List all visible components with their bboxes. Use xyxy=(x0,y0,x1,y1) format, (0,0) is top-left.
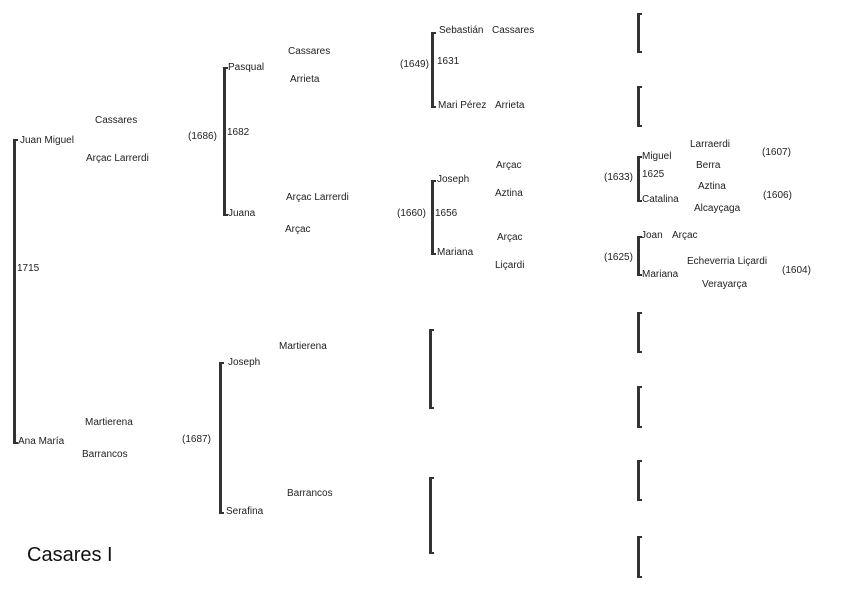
surname: Arçac xyxy=(496,160,522,171)
surname: Liçardi xyxy=(495,260,525,271)
bracket-gen3-empty xyxy=(429,329,434,409)
surname: Arrieta xyxy=(495,100,525,111)
birth-year: (1633) xyxy=(604,172,633,183)
bracket-gen4-empty xyxy=(637,386,642,428)
person-name: Catalina xyxy=(642,194,679,205)
birth-year: (1625) xyxy=(604,252,633,263)
surname: Barrancos xyxy=(82,449,128,460)
person-name: Miguel xyxy=(642,151,672,162)
bracket-gen4-empty xyxy=(637,536,642,578)
bracket-gen3a xyxy=(431,32,436,108)
birth-year: (1607) xyxy=(762,147,791,158)
birth-year: (1606) xyxy=(763,190,792,201)
surname: Cassares xyxy=(492,25,535,36)
person-name: Mariana xyxy=(642,269,679,280)
marriage-year: 1625 xyxy=(642,169,665,180)
diagram-title: Casares I xyxy=(27,544,113,566)
surname: Aztina xyxy=(495,188,523,199)
marriage-year: 1631 xyxy=(437,56,460,67)
birth-year: (1686) xyxy=(188,131,217,142)
surname: Cassares xyxy=(288,46,331,57)
marriage-year: 1715 xyxy=(17,263,40,274)
surname: Barrancos xyxy=(287,488,333,499)
surname: Echeverria Liçardi xyxy=(687,256,768,267)
person-name: Mariana xyxy=(437,247,474,258)
surname: Arçac xyxy=(497,232,523,243)
bracket-gen4-empty xyxy=(637,460,642,501)
person-name: Mari Pérez xyxy=(438,100,487,111)
bracket-gen3-empty xyxy=(429,477,434,554)
surname: Alcayçaga xyxy=(694,203,741,214)
surname: Arçac xyxy=(285,224,311,235)
surname: Cassares xyxy=(95,115,138,126)
surname: Aztina xyxy=(698,181,726,192)
surname: Arrieta xyxy=(290,74,320,85)
person-name: Pasqual xyxy=(228,62,265,73)
surname: Martierena xyxy=(85,417,133,428)
birth-year: (1687) xyxy=(182,434,211,445)
surname: Arçac xyxy=(672,230,698,241)
bracket-gen3b xyxy=(431,180,436,255)
person-name: Juan Miguel xyxy=(20,135,74,146)
marriage-year: 1682 xyxy=(227,127,250,138)
person-name: Ana María xyxy=(18,436,65,447)
birth-year: (1649) xyxy=(400,59,429,70)
surname: Arçac Larrerdi xyxy=(286,192,349,203)
marriage-year: 1656 xyxy=(435,208,458,219)
person-name: Joan xyxy=(641,230,663,241)
birth-year: (1604) xyxy=(782,265,811,276)
surname: Verayarça xyxy=(702,279,748,290)
bracket-gen4-empty xyxy=(637,13,642,53)
person-name: Joseph xyxy=(228,357,261,368)
person-name: Sebastián xyxy=(439,25,484,36)
bracket-gen4-empty xyxy=(637,312,642,353)
bracket-gen4b xyxy=(637,236,642,276)
bracket-gen4a xyxy=(637,156,642,202)
person-name: Juana xyxy=(228,208,256,219)
bracket-gen4-empty xyxy=(637,86,642,127)
birth-year: (1660) xyxy=(397,208,426,219)
person-name: Joseph xyxy=(437,174,470,185)
person-name: Serafina xyxy=(226,506,264,517)
bracket-gen1 xyxy=(13,139,18,444)
surname: Larraerdi xyxy=(690,139,731,150)
surname: Berra xyxy=(696,160,721,171)
surname: Martierena xyxy=(279,341,327,352)
surname: Arçac Larrerdi xyxy=(86,153,149,164)
bracket-gen2a xyxy=(223,67,228,216)
bracket-gen2b xyxy=(219,362,224,514)
